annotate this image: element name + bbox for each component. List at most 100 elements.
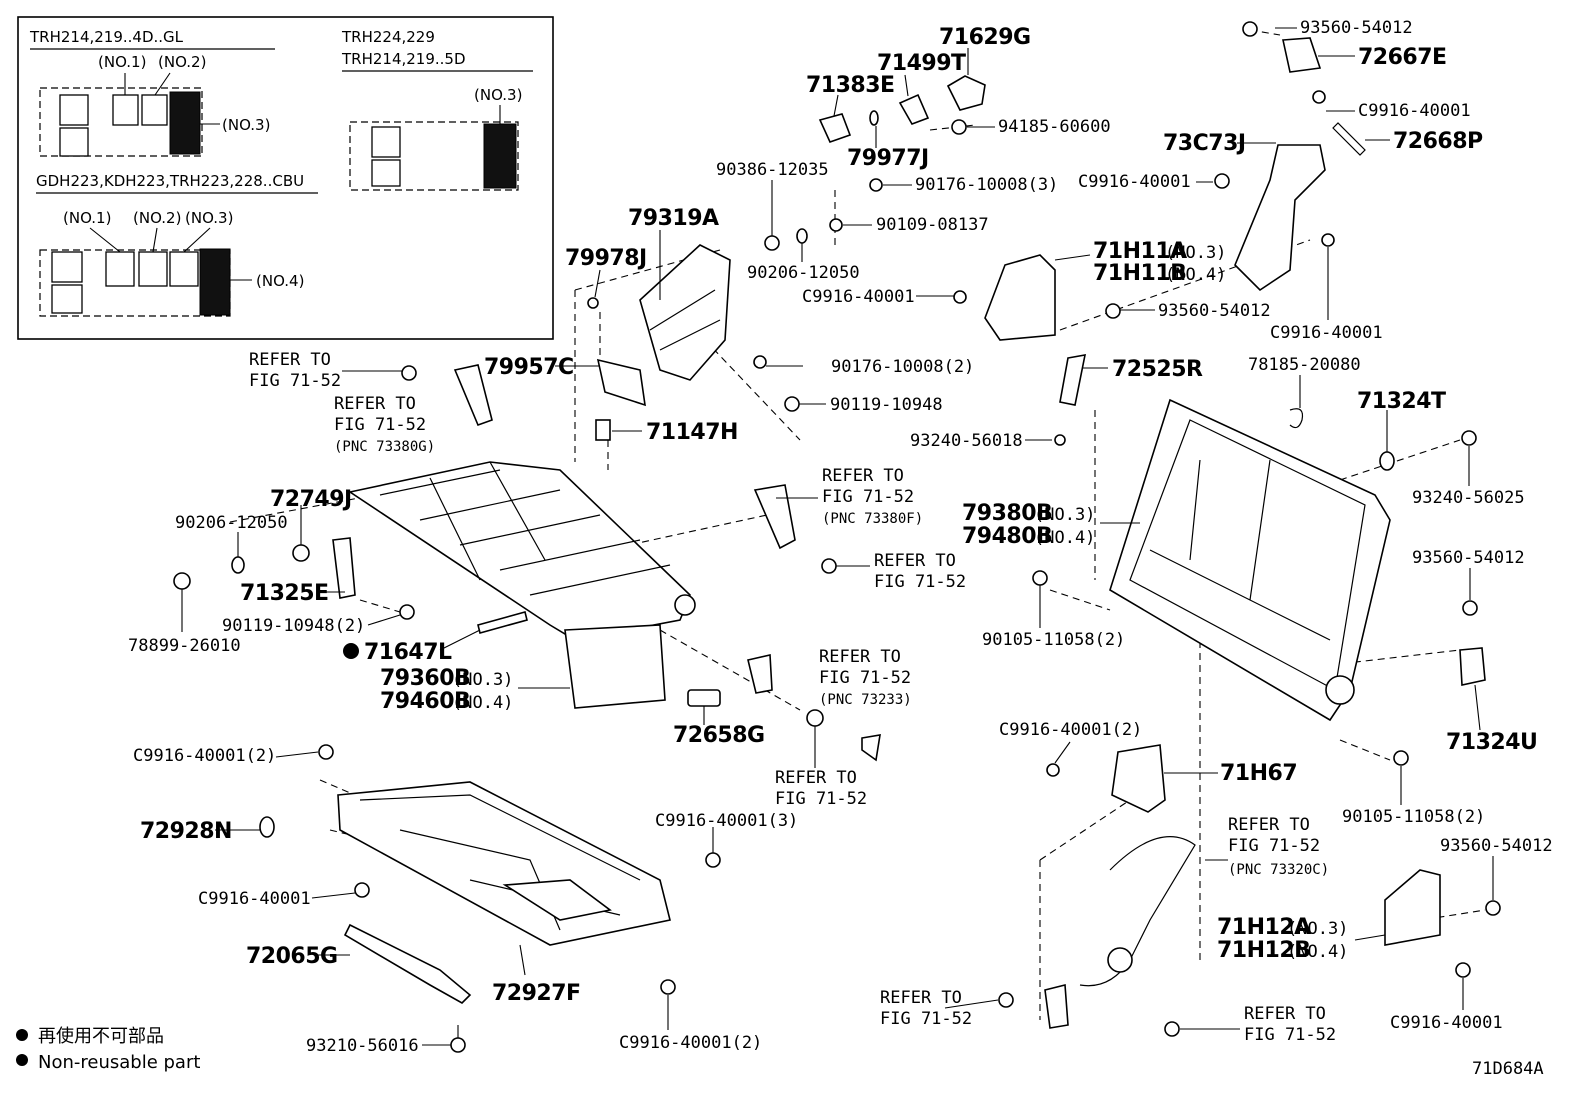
label-79380B: 79380B <box>962 501 1052 526</box>
label-79460B-no: (NO.4) <box>452 693 513 713</box>
inset-c-no3: (NO.3) <box>185 209 233 227</box>
seat-layout-inset: TRH214,219..4D..GL TRH224,229 TRH214,219… <box>17 16 554 340</box>
label-90119-10948: 90119-10948 <box>830 395 943 415</box>
label-refer-to-1: REFER TO <box>249 350 331 370</box>
label-refer-to-6: REFER TO <box>775 768 857 788</box>
label-94185-60600: 94185-60600 <box>998 117 1111 137</box>
inset-variant-b-1: TRH224,229 <box>341 28 435 46</box>
label-refer-to-8: REFER TO <box>880 988 962 1008</box>
inset-variant-a: TRH214,219..4D..GL <box>29 28 184 46</box>
legend-jp: 再使用不可部品 <box>38 1026 164 1047</box>
label-72928N: 72928N <box>140 819 232 844</box>
label-71383E: 71383E <box>806 73 895 98</box>
label-72667E: 72667E <box>1358 45 1447 70</box>
label-93560-54012-mid: 93560-54012 <box>1158 301 1271 321</box>
inset-a-no2: (NO.2) <box>158 53 206 71</box>
label-C9916-40001-2c: C9916-40001(2) <box>619 1033 762 1053</box>
label-71647L: 71647L <box>364 640 452 665</box>
label-90206-12050-left: 90206-12050 <box>175 513 288 533</box>
label-78899-26010: 78899-26010 <box>128 636 241 656</box>
label-refer-to-9: REFER TO <box>1244 1004 1326 1024</box>
label-71H12A-no: (NO.3) <box>1287 919 1348 939</box>
label-72658G: 72658G <box>673 723 765 748</box>
label-pnc-73233: (PNC 73233) <box>819 692 912 708</box>
label-71H11B-no: (NO.4) <box>1165 265 1226 285</box>
label-90109-08137: 90109-08137 <box>876 215 989 235</box>
label-C9916-40001-b: C9916-40001 <box>1078 172 1191 192</box>
label-90176-10008-2: 90176-10008(2) <box>831 357 974 377</box>
label-fig-4: FIG 71-52 <box>874 572 966 592</box>
label-pnc-73320C: (PNC 73320C) <box>1228 862 1329 878</box>
label-fig-3: FIG 71-52 <box>822 487 914 507</box>
label-90119-10948-2: 90119-10948(2) <box>222 616 365 636</box>
label-refer-to-2: REFER TO <box>334 394 416 414</box>
label-79480B: 79480B <box>962 524 1052 549</box>
label-72065G: 72065G <box>246 944 338 969</box>
label-71H12B-no: (NO.4) <box>1287 942 1348 962</box>
label-90176-10008-3: 90176-10008(3) <box>915 175 1058 195</box>
label-pnc-73380F: (PNC 73380F) <box>822 511 923 527</box>
label-71H11A-no: (NO.3) <box>1165 243 1226 263</box>
label-refer-to-3: REFER TO <box>822 466 904 486</box>
label-C9916-40001-c: C9916-40001 <box>802 287 915 307</box>
label-fig-9: FIG 71-52 <box>1244 1025 1336 1045</box>
label-71H11B: 71H11B <box>1093 261 1186 286</box>
label-93210-56016: 93210-56016 <box>306 1036 419 1056</box>
label-71324U: 71324U <box>1446 730 1537 755</box>
label-71H12A: 71H12A <box>1217 915 1311 940</box>
label-79460B: 79460B <box>380 689 470 714</box>
inset-c-no4: (NO.4) <box>256 272 304 290</box>
inset-c-no1: (NO.1) <box>63 209 111 227</box>
label-fig-6: FIG 71-52 <box>775 789 867 809</box>
label-93240-56018: 93240-56018 <box>910 431 1023 451</box>
non-reusable-marker <box>343 643 359 659</box>
label-71629G: 71629G <box>939 25 1031 50</box>
label-93560-54012-top: 93560-54012 <box>1300 18 1413 38</box>
label-pnc-73380G: (PNC 73380G) <box>334 439 435 455</box>
label-fig-2: FIG 71-52 <box>334 415 426 435</box>
label-79360B-no: (NO.3) <box>452 670 513 690</box>
label-C9916-40001-2a: C9916-40001(2) <box>133 746 276 766</box>
label-C9916-40001-f: C9916-40001 <box>1390 1013 1503 1033</box>
label-C9916-40001-2b: C9916-40001(2) <box>999 720 1142 740</box>
label-71324T: 71324T <box>1357 389 1446 414</box>
label-72668P: 72668P <box>1393 129 1483 154</box>
label-93560-54012-right: 93560-54012 <box>1412 548 1525 568</box>
label-C9916-40001-a: C9916-40001 <box>1358 101 1471 121</box>
label-71147H: 71147H <box>646 420 738 445</box>
label-78185-20080: 78185-20080 <box>1248 355 1361 375</box>
label-90105-11058-2b: 90105-11058(2) <box>1342 807 1485 827</box>
label-79380B-no: (NO.3) <box>1034 505 1095 525</box>
legend: 再使用不可部品 Non-reusable part <box>16 1026 200 1073</box>
label-fig-7: FIG 71-52 <box>1228 836 1320 856</box>
label-90386-12035: 90386-12035 <box>716 160 829 180</box>
label-72927F: 72927F <box>492 981 581 1006</box>
inset-variant-c: GDH223,KDH223,TRH223,228..CBU <box>36 172 304 190</box>
leader-lines <box>181 27 1494 1046</box>
label-79480B-no: (NO.4) <box>1034 528 1095 548</box>
label-79360B: 79360B <box>380 666 470 691</box>
label-C9916-40001-e: C9916-40001 <box>198 889 311 909</box>
diagram-code: 71D684A <box>1472 1059 1544 1079</box>
inset-a-no3: (NO.3) <box>222 116 270 134</box>
label-71325E: 71325E <box>240 581 329 606</box>
label-90105-11058-2a: 90105-11058(2) <box>982 630 1125 650</box>
label-72525R: 72525R <box>1112 357 1203 382</box>
label-93560-54012-bot: 93560-54012 <box>1440 836 1553 856</box>
part-labels: 93560-54012 72667E 71629G 71499T 71383E … <box>128 18 1553 1056</box>
label-79977J: 79977J <box>847 146 929 171</box>
label-refer-to-4: REFER TO <box>874 551 956 571</box>
label-71H11A: 71H11A <box>1093 239 1187 264</box>
label-71499T: 71499T <box>877 51 966 76</box>
label-90206-12050-top: 90206-12050 <box>747 263 860 283</box>
label-79957C: 79957C <box>484 355 574 380</box>
label-71H67: 71H67 <box>1220 761 1297 786</box>
label-refer-to-7: REFER TO <box>1228 815 1310 835</box>
inset-a-no1: (NO.1) <box>98 53 146 71</box>
label-71H12B: 71H12B <box>1217 938 1310 963</box>
label-fig-5: FIG 71-52 <box>819 668 911 688</box>
label-fig-8: FIG 71-52 <box>880 1009 972 1029</box>
label-C9916-40001-d: C9916-40001 <box>1270 323 1383 343</box>
label-79319A: 79319A <box>628 206 719 231</box>
